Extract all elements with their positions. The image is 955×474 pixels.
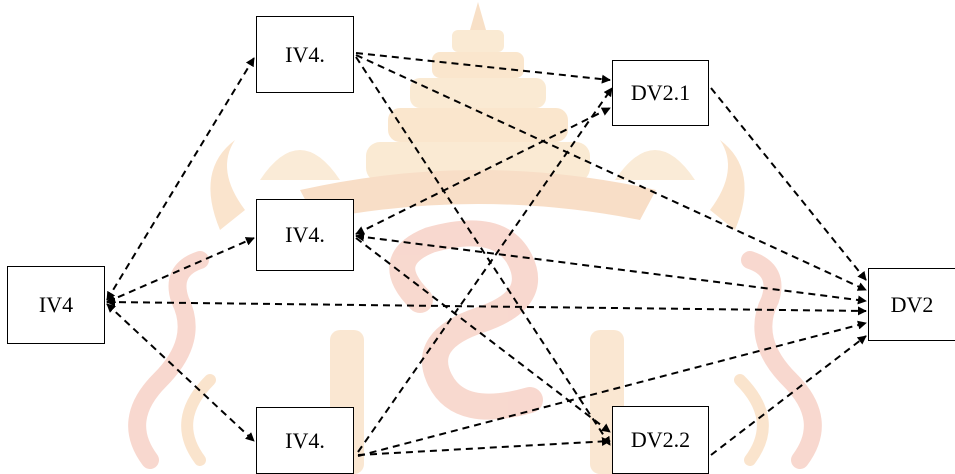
node-iv4-bottom: IV4. [256, 407, 354, 474]
node-iv4-top: IV4. [256, 16, 354, 93]
edge-iv4-iv4c [106, 303, 255, 442]
edge-iv4-iv4b [106, 237, 255, 303]
edge-iv4b-dv22 [355, 237, 611, 433]
edge-iv4c-dv21 [357, 87, 613, 453]
node-dv2-2: DV2.2 [612, 406, 709, 474]
node-dv2-1: DV2.1 [612, 60, 709, 126]
edge-iv4c-dv22 [357, 436, 611, 456]
node-dv2: DV2 [868, 268, 955, 341]
edge-iv4a-dv22 [355, 56, 611, 446]
edge-iv4c-dv2 [357, 320, 867, 457]
edge-iv4a-dv21 [355, 52, 611, 84]
edge-dv21-dv2 [710, 87, 867, 281]
edge-iv4a-dv2 [355, 54, 867, 291]
node-iv4: IV4 [7, 266, 105, 344]
edge-dv22-dv2 [710, 335, 867, 456]
edge-iv4-dv2 [106, 297, 867, 316]
edge-iv4-iv4a [106, 57, 255, 301]
edge-iv4b-dv21 [355, 107, 611, 235]
edge-iv4b-dv2 [355, 232, 867, 305]
node-iv4-middle: IV4. [256, 199, 354, 271]
